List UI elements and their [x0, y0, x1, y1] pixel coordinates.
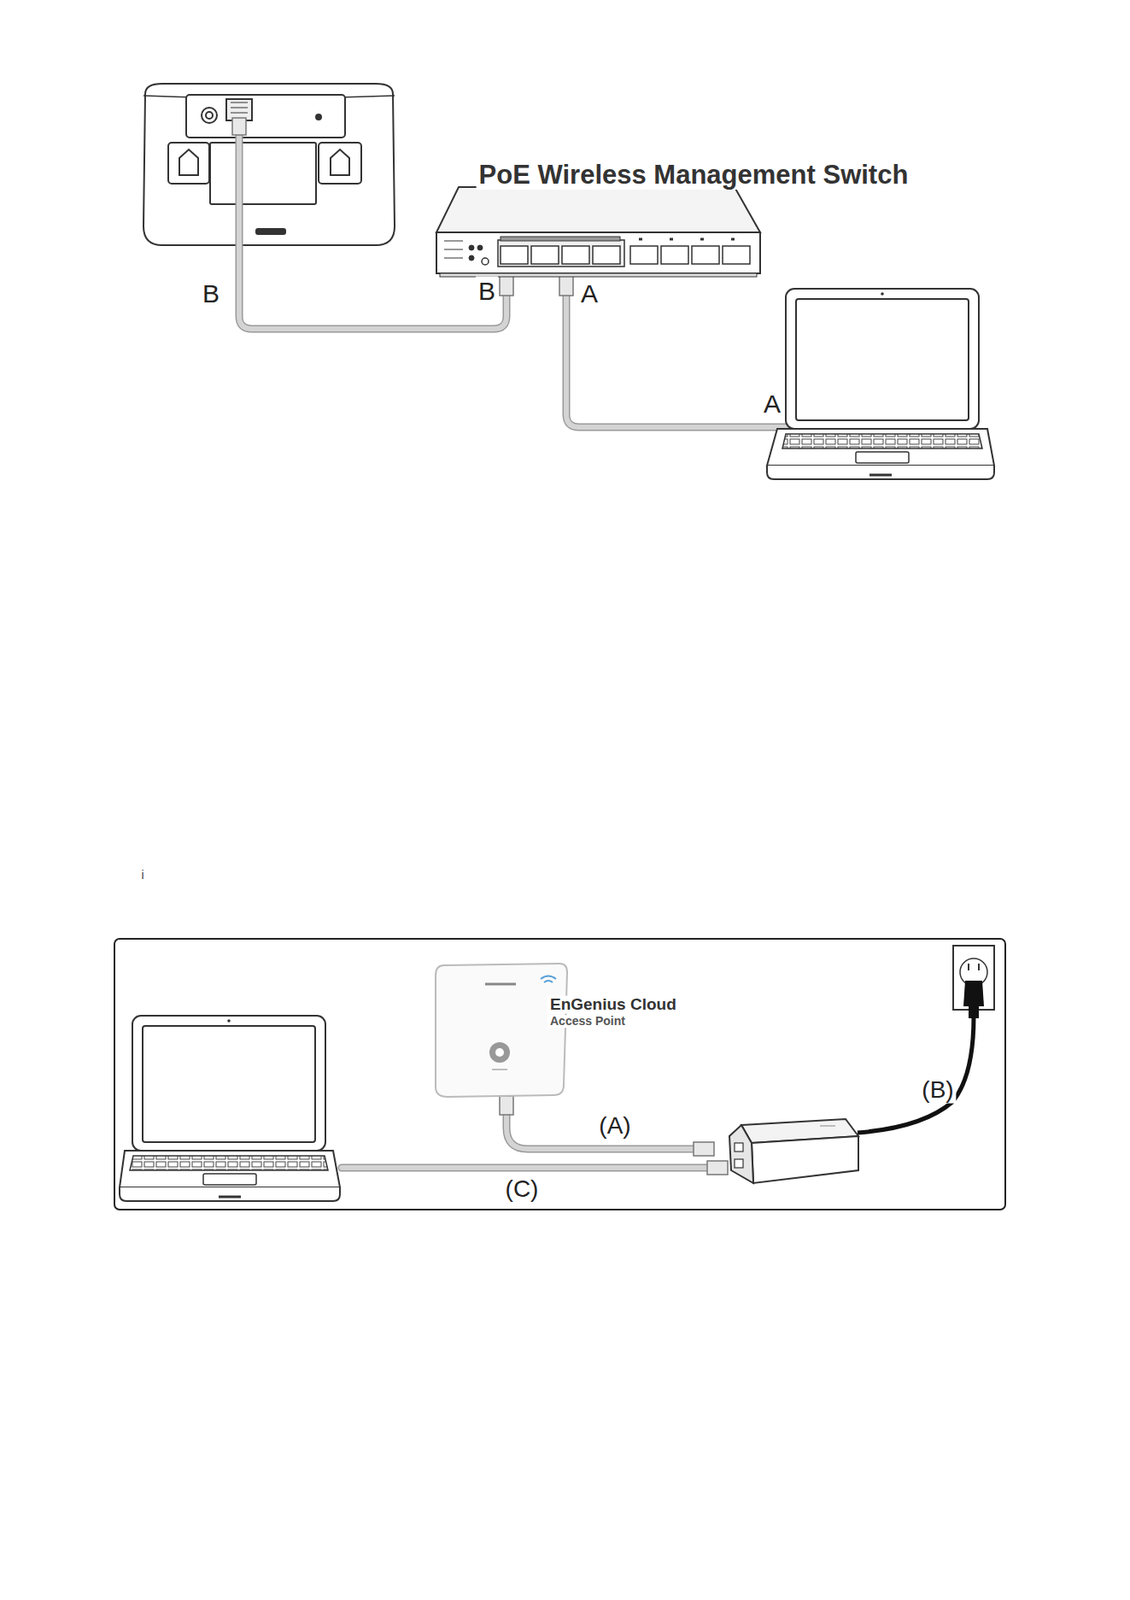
cable-label: B	[475, 276, 498, 305]
switch-title: PoE Wireless Management Switch	[476, 160, 912, 190]
access-point-bottom	[143, 83, 395, 246]
brand-label: EnGenius Cloud	[547, 995, 680, 1014]
info-icon: i	[138, 868, 147, 882]
power-cord	[857, 945, 995, 1133]
cable-label: (C)	[503, 1176, 542, 1203]
cable-label: (A)	[596, 1112, 633, 1140]
poe-switch	[436, 187, 761, 277]
cable-label: (B)	[919, 1077, 956, 1104]
laptop	[119, 1015, 340, 1201]
cable-label: A	[578, 279, 601, 308]
cable-label: A	[761, 389, 784, 418]
product-label: Access Point	[547, 1014, 628, 1028]
ethernet-cable	[341, 1095, 728, 1175]
cable-label: B	[199, 279, 223, 308]
laptop	[766, 288, 995, 480]
frame	[114, 938, 1006, 1210]
cloud-access-point	[435, 963, 568, 1097]
poe-injector	[729, 1118, 859, 1183]
